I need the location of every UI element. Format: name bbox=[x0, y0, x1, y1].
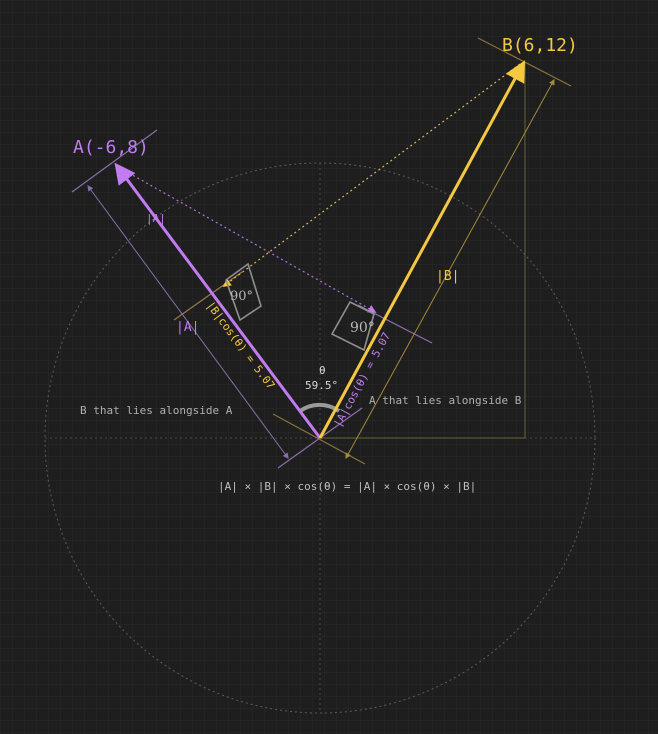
a-projection-dotted bbox=[119, 167, 377, 313]
vector-a-label: A(-6,8) bbox=[73, 137, 149, 158]
right-angle-a-label: 90° bbox=[230, 289, 253, 304]
caption-b-on-a: B that lies alongside A bbox=[80, 404, 233, 417]
right-angle-b-label: 90° bbox=[350, 320, 375, 336]
vector-b-label: B(6,12) bbox=[502, 35, 578, 56]
b-projection-dotted bbox=[222, 63, 521, 288]
magnitude-a-on-vector: |A| bbox=[146, 212, 166, 225]
magnitude-a-dimension-label: |A| bbox=[176, 320, 199, 335]
caption-a-on-b: A that lies alongside B bbox=[369, 394, 522, 407]
vector-a bbox=[114, 162, 322, 439]
vector-b bbox=[318, 60, 526, 439]
right-angle-box-b bbox=[330, 300, 375, 352]
magnitude-b-dimension-label: |B| bbox=[436, 269, 459, 284]
b-magnitude-dimension bbox=[345, 78, 555, 460]
a-tip-tick bbox=[71, 129, 158, 193]
dot-product-equation: |A| × |B| × cos(θ) = |A| × cos(θ) × |B| bbox=[218, 480, 476, 493]
a-magnitude-dimension bbox=[87, 185, 289, 459]
right-angle-box-a bbox=[225, 262, 262, 322]
theta-symbol: θ bbox=[319, 364, 326, 377]
theta-value: 59.5° bbox=[305, 379, 338, 392]
